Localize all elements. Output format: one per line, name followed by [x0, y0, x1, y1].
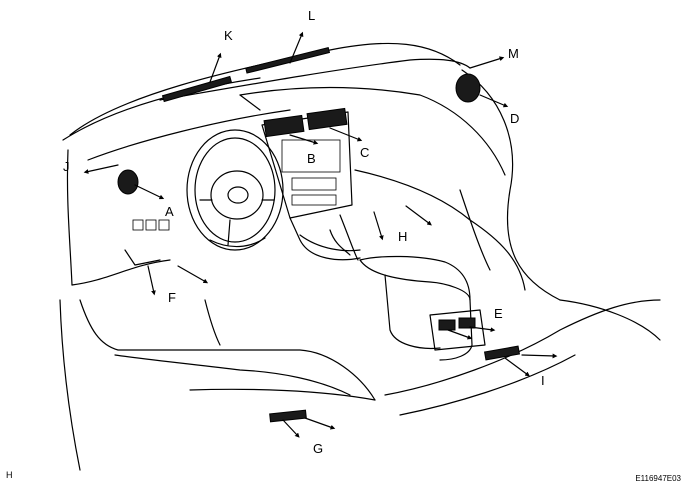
corner-mark: H [6, 470, 13, 480]
arrow-j [83, 164, 119, 174]
arrow-f-right [177, 265, 209, 284]
label-m: M [508, 46, 519, 61]
arrow-a [134, 184, 165, 200]
air-vents [117, 47, 521, 423]
defroster-vent-l [245, 47, 331, 74]
rear-vent-right [458, 317, 476, 329]
label-d: D [510, 111, 519, 126]
label-c: C [360, 145, 369, 160]
center-console [359, 255, 486, 361]
rear-vent-left [438, 319, 456, 331]
arrow-c [329, 127, 363, 142]
label-l: L [308, 8, 315, 23]
arrow-h-right [405, 205, 432, 226]
floor-outline [59, 299, 661, 471]
label-j: J [63, 159, 70, 174]
figure-code: E116947E03 [635, 474, 681, 483]
label-e: E [494, 306, 503, 321]
arrow-g-left [282, 419, 300, 438]
arrow-b [289, 134, 319, 145]
defroster-vent-k [161, 75, 233, 103]
arrow-i-right [521, 353, 558, 359]
arrow-g-right [304, 417, 336, 430]
label-b: B [307, 151, 316, 166]
label-i: I [541, 373, 545, 388]
label-k: K [224, 28, 233, 43]
arrow-h-left [373, 211, 384, 241]
arrow-i-left [504, 357, 530, 377]
steering-wheel [186, 129, 284, 251]
center-vent-right [306, 107, 348, 131]
arrow-e-right [469, 326, 496, 333]
arrow-f-left [147, 265, 156, 296]
arrow-k [209, 52, 222, 83]
rear-foot-vent [483, 345, 521, 361]
arrow-e-left [447, 329, 473, 340]
front-foot-vent [269, 409, 307, 423]
label-h: H [398, 229, 407, 244]
dashboard-outline [62, 42, 561, 301]
airflow-arrows [83, 31, 558, 438]
label-f: F [168, 290, 176, 305]
left-switch-panel [124, 219, 170, 266]
arrow-m [469, 56, 505, 69]
label-a: A [165, 204, 174, 219]
center-vent-left [263, 114, 305, 138]
arrow-d [479, 94, 509, 108]
label-g: G [313, 441, 323, 456]
arrow-l [289, 31, 304, 64]
side-vent-right [455, 73, 481, 103]
outlet-labels: A B C D E F G H I J K L M [63, 8, 545, 456]
side-vent-left [117, 169, 139, 195]
